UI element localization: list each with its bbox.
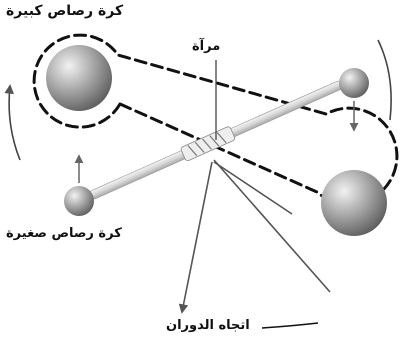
small-ball-bottom-left [64,186,94,216]
rotation-arc-left [4,84,21,161]
rotation-label-underline [261,322,319,329]
mirror [180,126,236,161]
incident-ray [213,159,331,293]
reflected-ray-2 [213,161,293,215]
small-ball-label: كرة رصاص صغيرة [6,226,122,241]
mirror-label: مرآة [192,39,221,54]
large-ball-label: كرة رصاص كبيرة [6,3,124,19]
rotation-arc-right [377,39,392,121]
large-ball-top-left [46,45,112,111]
large-ball-bottom-right [321,170,387,236]
reflected-ray-1 [178,161,213,314]
small-ball-top-right [339,68,369,98]
rotation-direction-label: اتجاه الدوران [166,318,250,333]
